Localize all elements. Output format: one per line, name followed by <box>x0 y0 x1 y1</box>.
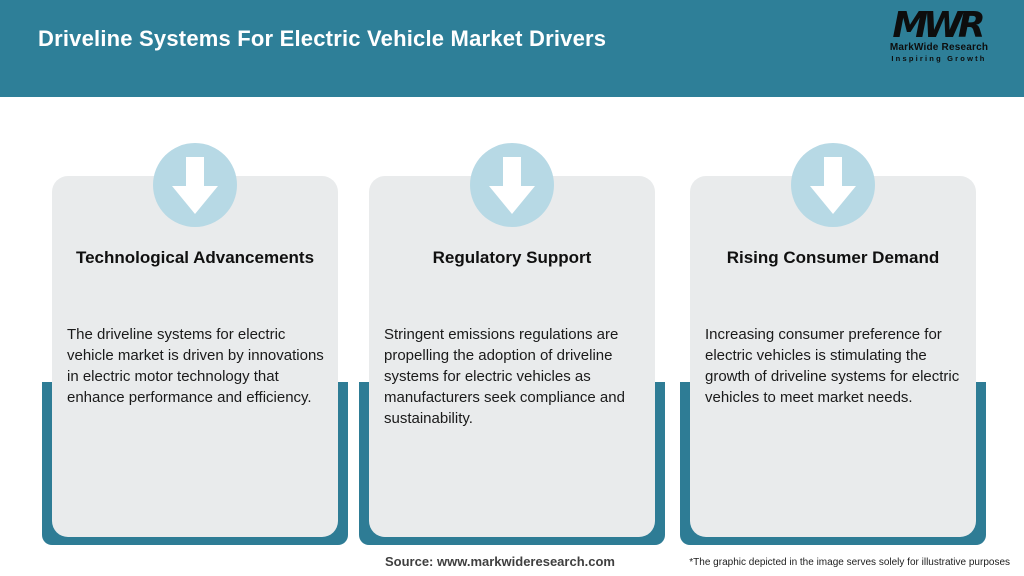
card-description: Stringent emissions regulations are prop… <box>384 326 625 427</box>
logo-name: MarkWide Research <box>889 42 989 53</box>
logo-tagline: Inspiring Growth <box>891 54 987 63</box>
driver-card-rising-consumer-demand: Rising Consumer Demand Increasing consum… <box>680 143 986 545</box>
card-panel: Regulatory Support Stringent emissions r… <box>369 176 655 537</box>
driver-card-technological-advancements: Technological Advancements The driveline… <box>42 143 348 545</box>
driver-card-regulatory-support: Regulatory Support Stringent emissions r… <box>359 143 665 545</box>
card-title: Regulatory Support <box>432 248 592 267</box>
logo-monogram: MWR <box>892 5 985 46</box>
markwide-research-logo: MWR MarkWide Research Inspiring Growth <box>880 5 998 64</box>
card-title: Technological Advancements <box>75 248 315 267</box>
card-description: The driveline systems for electric vehic… <box>67 326 324 406</box>
arrow-down-icon <box>489 157 535 214</box>
arrow-badge <box>153 143 237 227</box>
card-panel: Rising Consumer Demand Increasing consum… <box>690 176 976 537</box>
source-text: Source: www.markwideresearch.com <box>384 554 615 569</box>
header-banner: Driveline Systems For Electric Vehicle M… <box>0 0 1024 97</box>
page-title: Driveline Systems For Electric Vehicle M… <box>38 26 607 51</box>
card-title: Rising Consumer Demand <box>726 248 940 267</box>
disclaimer-text: *The graphic depicted in the image serve… <box>689 557 1010 568</box>
arrow-badge <box>791 143 875 227</box>
arrow-down-icon <box>810 157 856 214</box>
arrow-badge <box>470 143 554 227</box>
card-description: Increasing consumer preference for elect… <box>705 326 960 406</box>
card-panel: Technological Advancements The driveline… <box>52 176 338 537</box>
arrow-down-icon <box>172 157 218 214</box>
